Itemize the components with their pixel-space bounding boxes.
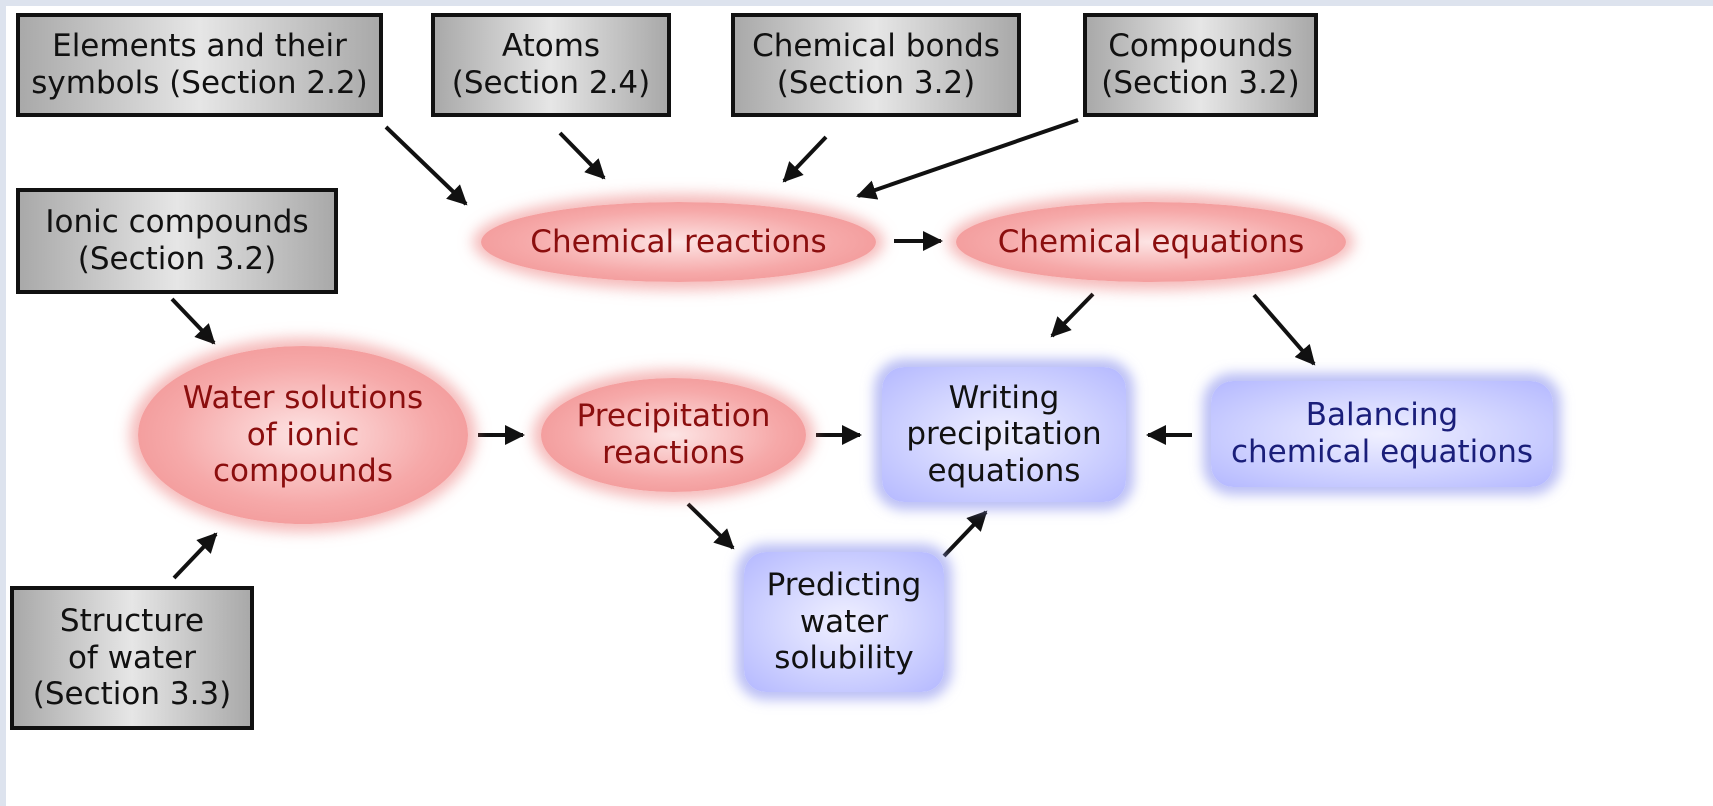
arrow-compounds-to-reactions <box>856 118 1079 200</box>
node-chemical-bonds: Chemical bonds (Section 3.2) <box>731 13 1021 117</box>
arrow-equations-to-writing <box>1050 292 1095 338</box>
node-elements-and-symbols: Elements and their symbols (Section 2.2) <box>16 13 383 117</box>
arrow-ionic-to-solutions <box>170 297 216 345</box>
arrow-elements-to-reactions <box>384 125 468 206</box>
node-balancing-chemical-equations: Balancing chemical equations <box>1211 381 1553 487</box>
node-chemical-reactions: Chemical reactions <box>481 202 876 282</box>
node-precipitation-reactions: Precipitation reactions <box>541 378 806 492</box>
arrow-predicting-to-writing <box>942 510 988 558</box>
node-compounds: Compounds (Section 3.2) <box>1083 13 1318 117</box>
node-water-solutions: Water solutions of ionic compounds <box>138 346 468 524</box>
node-predicting-water-solubility: Predicting water solubility <box>744 552 944 692</box>
node-chemical-equations: Chemical equations <box>956 202 1346 282</box>
arrow-bonds-to-reactions <box>782 135 828 183</box>
node-ionic-compounds: Ionic compounds (Section 3.2) <box>16 188 338 294</box>
node-structure-of-water: Structure of water (Section 3.3) <box>10 586 254 730</box>
arrow-water-to-solutions <box>172 532 218 580</box>
connector-layer <box>170 118 1316 580</box>
node-writing-precipitation-equations: Writing precipitation equations <box>882 367 1126 502</box>
node-atoms: Atoms (Section 2.4) <box>431 13 671 117</box>
concept-map: Elements and their symbols (Section 2.2)… <box>6 6 1713 806</box>
arrow-atoms-to-reactions <box>558 131 606 180</box>
arrow-precipitation-to-predicting <box>686 502 735 550</box>
arrow-equations-to-balancing <box>1252 293 1316 366</box>
